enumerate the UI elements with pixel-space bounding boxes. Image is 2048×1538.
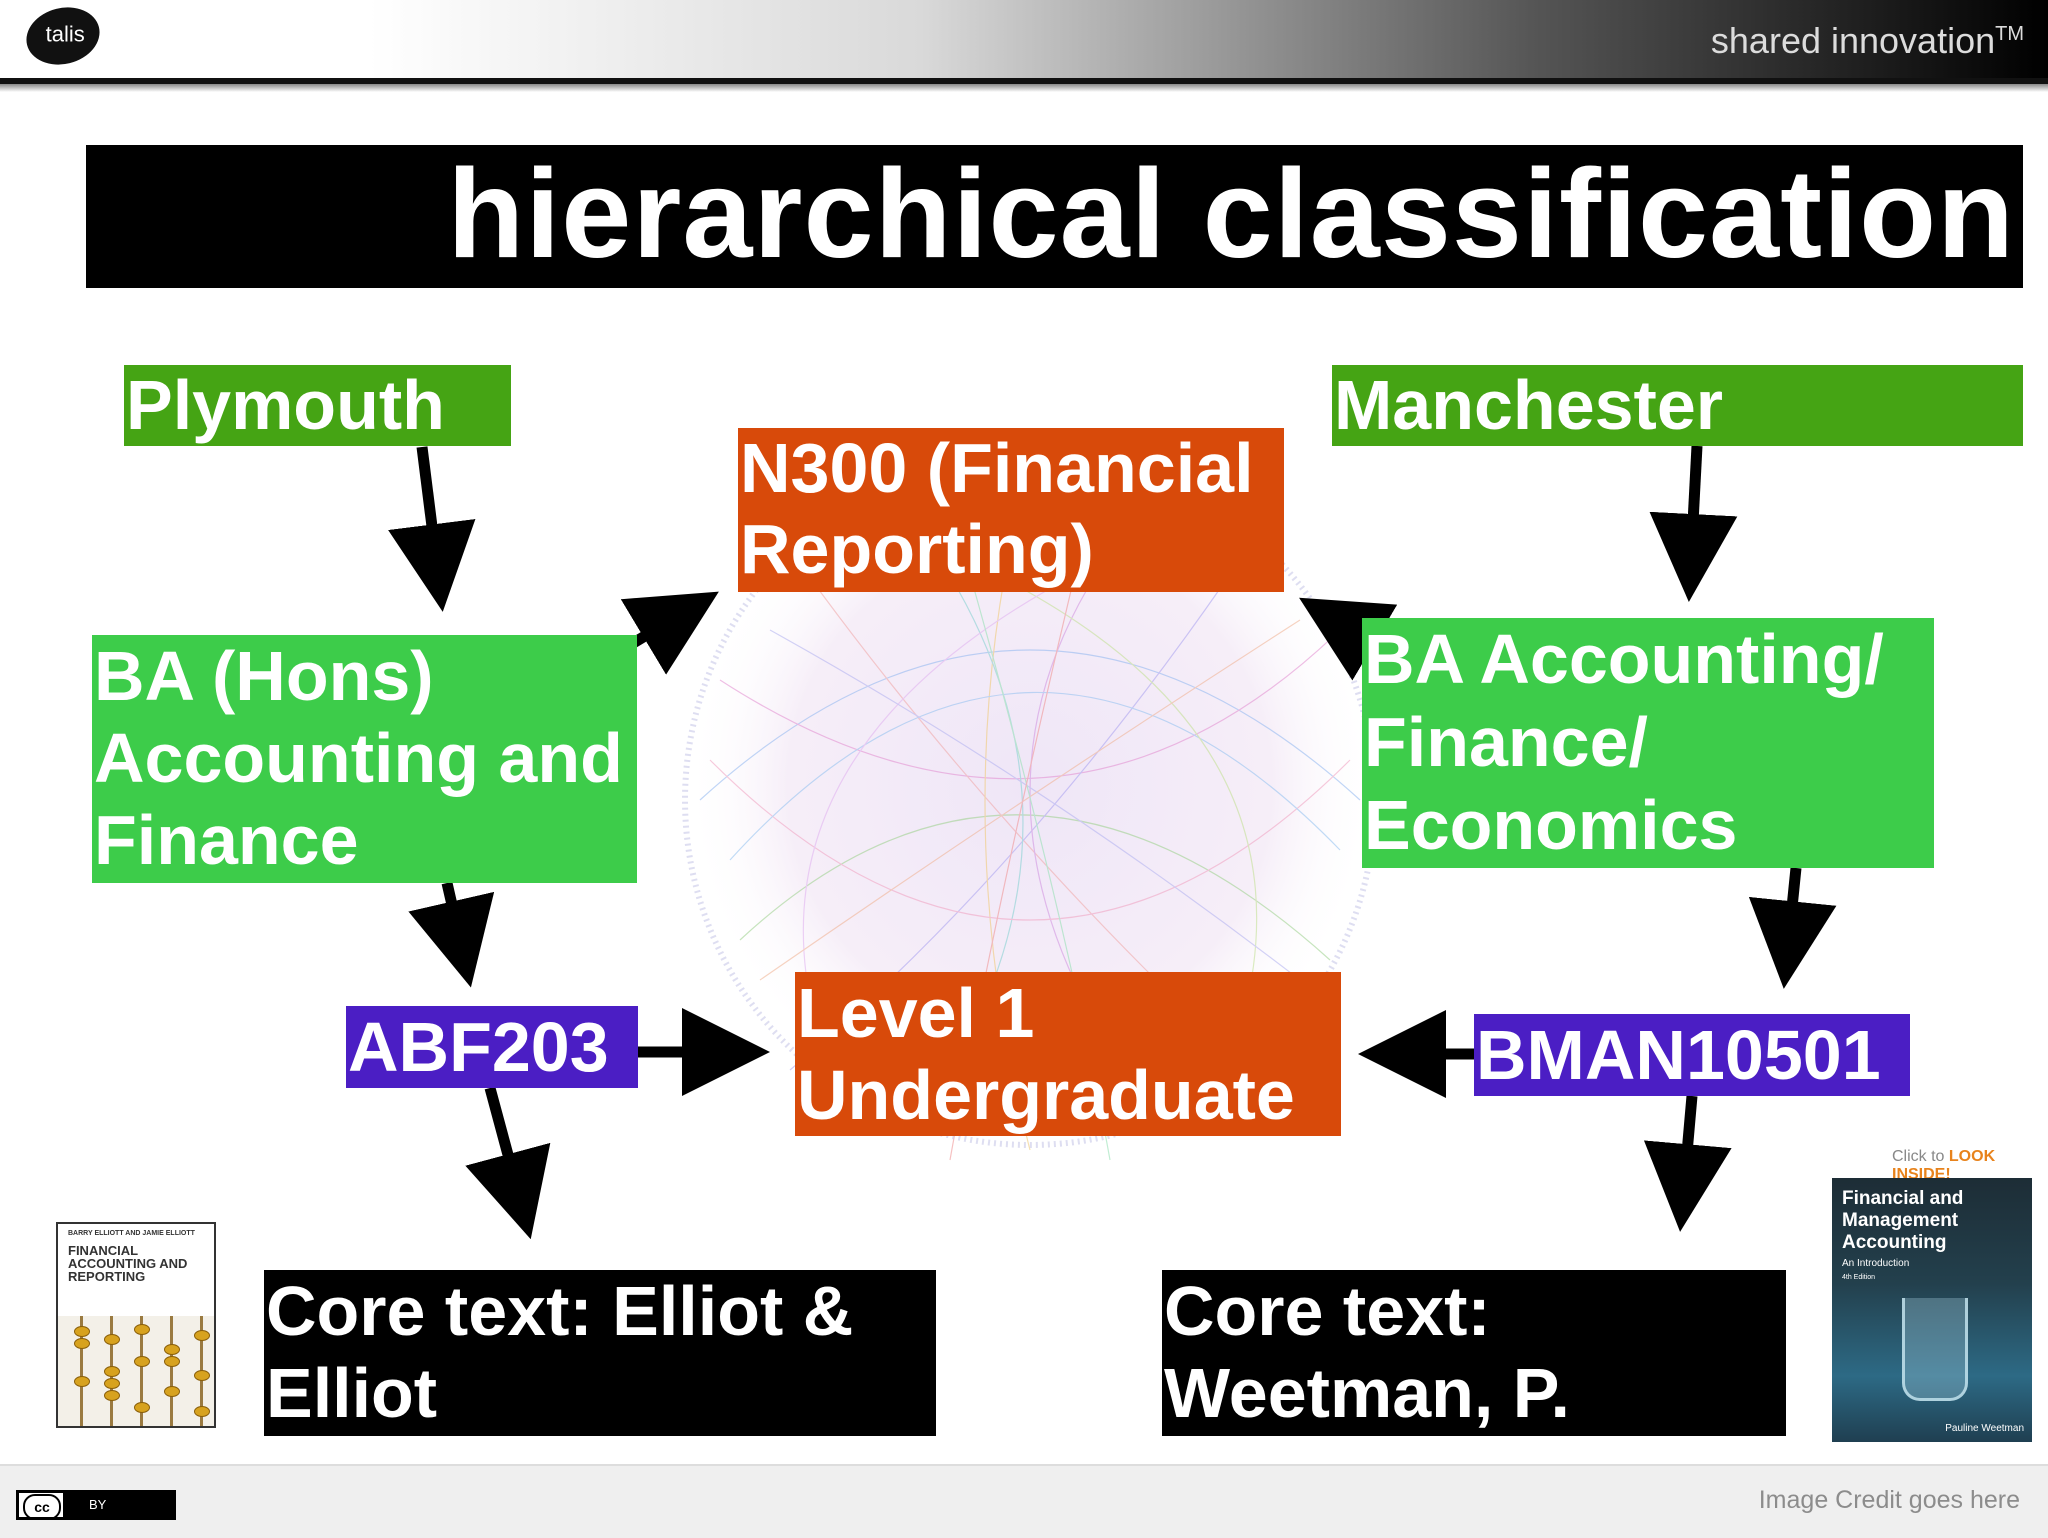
plymouth-box: Plymouth xyxy=(124,365,511,446)
book-cover-elliot: BARRY ELLIOTT AND JAMIE ELLIOTT FINANCIA… xyxy=(56,1222,216,1428)
arrow-plymouth-to-ba-hons xyxy=(388,446,476,612)
header-bar xyxy=(0,0,2048,84)
look-inside-prefix: Click to xyxy=(1892,1148,1945,1165)
bman-label: BMAN10501 xyxy=(1476,1016,1881,1094)
glass-illustration xyxy=(1902,1298,1968,1401)
title-bar: hierarchical classification xyxy=(86,145,2023,288)
arrow-bman-to-core-right xyxy=(1643,1095,1732,1232)
cc-by-license-badge[interactable]: cc BY xyxy=(16,1490,176,1520)
core-text-left-box: Core text: Elliot & Elliot xyxy=(264,1270,936,1436)
book-left-title: FINANCIAL ACCOUNTING AND REPORTING xyxy=(68,1243,188,1284)
book-left-authors: BARRY ELLIOTT AND JAMIE ELLIOTT xyxy=(68,1230,195,1237)
tagline-text: shared innovation xyxy=(1710,20,1996,61)
manchester-label: Manchester xyxy=(1334,366,1724,444)
abf203-box: ABF203 xyxy=(346,1006,638,1088)
book-right-edition: 4th Edition xyxy=(1842,1274,1876,1281)
ba-accounting-box: BA Accounting/ Finance/ Economics xyxy=(1362,618,1934,868)
slide-title: hierarchical classification xyxy=(447,143,2015,284)
level1-label: Level 1 Undergraduate xyxy=(797,974,1295,1134)
by-label: BY xyxy=(63,1493,173,1517)
core-text-right-box: Core text: Weetman, P. xyxy=(1162,1270,1786,1436)
book-right-title: Financial and Management Accounting xyxy=(1842,1188,1964,1253)
footer-bar xyxy=(0,1464,2048,1538)
image-credit: Image Credit goes here xyxy=(1758,1486,2020,1514)
abf203-label: ABF203 xyxy=(348,1008,609,1086)
n300-box: N300 (Financial Reporting) xyxy=(738,428,1284,592)
cc-icon: cc xyxy=(23,1494,61,1520)
book-cover-weetman: Financial and Management Accounting An I… xyxy=(1832,1178,2032,1442)
plymouth-label: Plymouth xyxy=(126,366,445,444)
ba-hons-label: BA (Hons) Accounting and Finance xyxy=(94,637,623,879)
trademark: TM xyxy=(1995,23,2024,45)
core-text-left-label: Core text: Elliot & Elliot xyxy=(266,1272,854,1432)
arrow-ba-hons-to-abf203 xyxy=(408,881,495,988)
arrow-ba-accounting-to-bman xyxy=(1748,867,1837,989)
header-rule xyxy=(0,78,2048,84)
book-right-author: Pauline Weetman xyxy=(1945,1423,2024,1434)
ba-accounting-label: BA Accounting/ Finance/ Economics xyxy=(1364,620,1884,864)
ba-hons-box: BA (Hons) Accounting and Finance xyxy=(92,635,637,883)
book-right-subtitle: An Introduction xyxy=(1842,1258,1910,1269)
arrow-abf203-to-core-left xyxy=(465,1086,551,1240)
tagline: shared innovationTM xyxy=(1711,20,2024,62)
core-text-right-label: Core text: Weetman, P. xyxy=(1164,1272,1570,1432)
level1-box: Level 1 Undergraduate xyxy=(795,972,1341,1136)
n300-label: N300 (Financial Reporting) xyxy=(740,429,1254,589)
manchester-box: Manchester xyxy=(1332,365,2023,446)
arrow-manchester-to-ba-accounting xyxy=(1649,445,1738,602)
abacus-illustration xyxy=(58,1316,214,1426)
header-shadow xyxy=(0,84,2048,92)
bman-box: BMAN10501 xyxy=(1474,1014,1910,1096)
logo-text: talis xyxy=(45,21,85,47)
